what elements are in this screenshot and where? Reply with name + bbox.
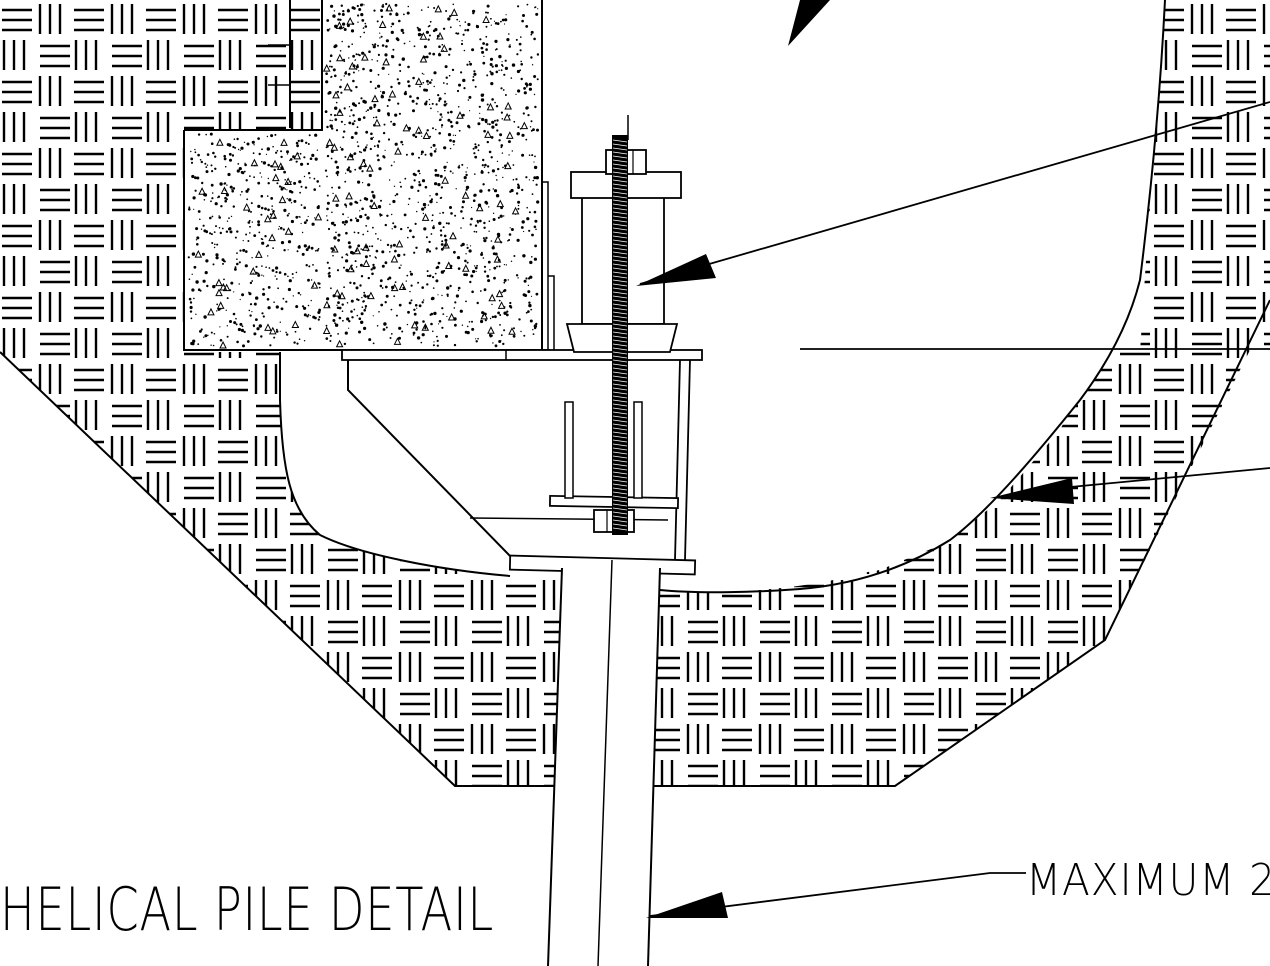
soil-hatch [0,0,1270,786]
leader-lines [636,0,1270,918]
helical-pile-shaft [547,559,661,966]
drawing-title: HELICAL PILE DETAIL [0,875,494,945]
concrete-footing [183,0,555,351]
wall-edge [268,0,291,128]
threaded-rod-assembly [565,115,682,535]
maximum-callout: MAXIMUM 2 [1026,855,1270,906]
excavation-void [0,0,1270,787]
